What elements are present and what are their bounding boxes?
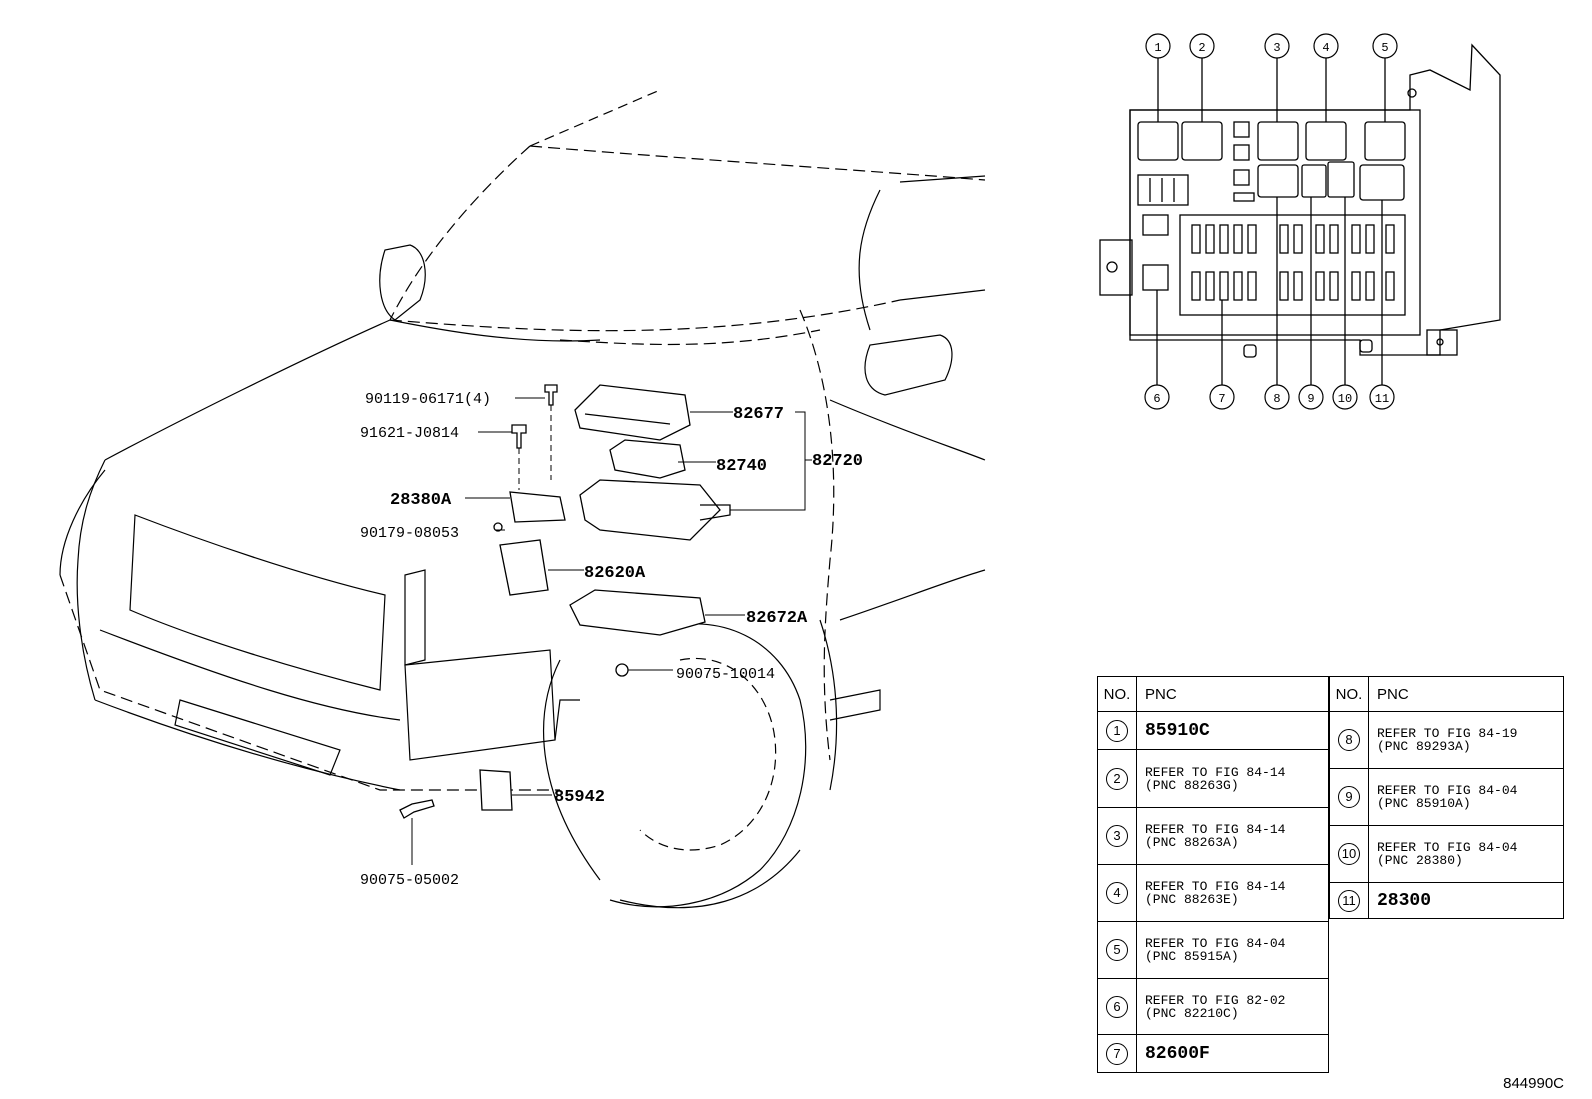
table-row: 6 REFER TO FIG 82-02(PNC 82210C) [1097,978,1329,1035]
row-number: 10 [1338,843,1360,865]
sensor-85942 [479,769,513,811]
row-number: 5 [1106,939,1128,961]
pnc-ref-line2: (PNC 82210C) [1145,1005,1239,1021]
pnc-ref-line2: (PNC 85910A) [1377,796,1471,811]
callout-82620A: 82620A [584,564,646,583]
inset-num-10: 10 [1338,392,1352,406]
callout-91621: 91621-J0814 [360,425,459,442]
table-row: 3 REFER TO FIG 84-14(PNC 88263A) [1097,807,1329,865]
pnc-ref-line1: REFER TO FIG 84-14 [1145,764,1286,780]
table-row: 1 85910C [1097,711,1329,750]
inset-number-circles [1144,33,1398,410]
leader-lines [411,397,812,865]
junction-block-inset [1099,43,1501,385]
pnc-value: 82600F [1145,1043,1210,1064]
row-number: 9 [1338,786,1360,808]
pnc-ref-line1: REFER TO FIG 84-04 [1145,936,1286,951]
row-number: 1 [1106,719,1128,742]
row-number: 7 [1106,1042,1128,1065]
row-number: 11 [1338,889,1360,912]
table-row: 2 REFER TO FIG 84-14(PNC 88263G) [1097,749,1329,808]
pnc-ref-line1: REFER TO FIG 84-14 [1145,822,1286,837]
pnc-ref-line1: REFER TO FIG 82-02 [1145,992,1286,1008]
callout-82672A: 82672A [746,609,808,628]
table-row: 9 REFER TO FIG 84-04(PNC 85910A) [1329,768,1564,826]
callout-82740: 82740 [716,457,767,476]
pnc-ref-line1: REFER TO FIG 84-04 [1377,783,1518,798]
callout-85942: 85942 [554,788,605,807]
inset-num-8: 8 [1273,392,1280,406]
pnc-ref-line2: (PNC 85915A) [1145,949,1239,964]
header-pnc: PNC [1136,676,1329,712]
table-row: 8 REFER TO FIG 84-19(PNC 89293A) [1329,711,1564,769]
nut-90179 [493,522,503,532]
row-number: 3 [1106,825,1128,847]
figure-reference-code: 844990C [1503,1075,1564,1092]
junction-box-82720 [579,479,721,541]
callout-82677: 82677 [733,405,784,424]
bolt-91621 [511,424,527,449]
callout-90075-10014: 90075-10014 [676,666,775,683]
pnc-ref-line1: REFER TO FIG 84-14 [1145,879,1286,894]
table-header: NO. PNC [1329,676,1564,712]
pnc-table-left: NO. PNC 1 85910C 2 REFER TO FIG 84-14(PN… [1097,676,1329,1073]
table-header: NO. PNC [1097,676,1329,712]
row-number: 4 [1106,882,1128,904]
relay-28380A [509,491,566,523]
inset-num-9: 9 [1307,392,1314,406]
callout-28380A: 28380A [390,491,452,510]
inset-num-2: 2 [1198,41,1205,55]
callout-90075-05002: 90075-05002 [360,872,459,889]
inset-num-4: 4 [1322,41,1329,55]
callout-90179: 90179-08053 [360,525,459,542]
pnc-ref-line2: (PNC 28380) [1377,853,1463,868]
fuse-box-parts [399,384,731,819]
table-row: 10 REFER TO FIG 84-04(PNC 28380) [1329,825,1564,883]
vehicle-outline [59,89,986,909]
row-number: 2 [1106,767,1128,790]
bracket-82620A [499,539,549,596]
header-no: NO. [1329,676,1369,712]
bolt-90119 [544,384,558,406]
callout-82720: 82720 [812,452,863,471]
inset-num-7: 7 [1218,392,1225,406]
lower-cover-82672A [569,589,706,636]
header-pnc: PNC [1368,676,1564,712]
inset-number-labels: 1 2 3 4 5 6 7 8 9 10 11 [1153,41,1389,406]
inset-num-1: 1 [1154,41,1161,55]
inset-num-5: 5 [1381,41,1388,55]
upper-cover-82677 [574,384,691,441]
inset-num-3: 3 [1273,41,1280,55]
table-row: 5 REFER TO FIG 84-04(PNC 85915A) [1097,921,1329,979]
pnc-table-right: NO. PNC 8 REFER TO FIG 84-19(PNC 89293A)… [1329,676,1564,919]
pnc-ref-line1: REFER TO FIG 84-19 [1377,726,1518,741]
header-no: NO. [1097,676,1137,712]
screw-90075-05002 [399,799,435,819]
pnc-ref-line2: (PNC 88263A) [1145,835,1239,850]
relay-block-82740 [609,439,686,479]
table-row: 4 REFER TO FIG 84-14(PNC 88263E) [1097,864,1329,922]
row-number: 6 [1106,995,1128,1018]
inset-num-11: 11 [1375,392,1389,406]
table-row: 11 28300 [1329,882,1564,919]
pnc-value: 85910C [1145,720,1210,741]
pnc-value: 28300 [1377,890,1432,911]
callout-90119: 90119-06171(4) [365,391,491,408]
nut-90075-10014 [615,663,629,677]
pnc-ref-line2: (PNC 89293A) [1377,739,1471,754]
row-number: 8 [1338,729,1360,751]
pnc-ref-line1: REFER TO FIG 84-04 [1377,840,1518,855]
pnc-ref-line2: (PNC 88263G) [1145,777,1239,793]
fuse-rows [1191,224,1395,301]
pnc-ref-line2: (PNC 88263E) [1145,892,1239,907]
table-row: 7 82600F [1097,1034,1329,1073]
inset-num-6: 6 [1153,392,1160,406]
